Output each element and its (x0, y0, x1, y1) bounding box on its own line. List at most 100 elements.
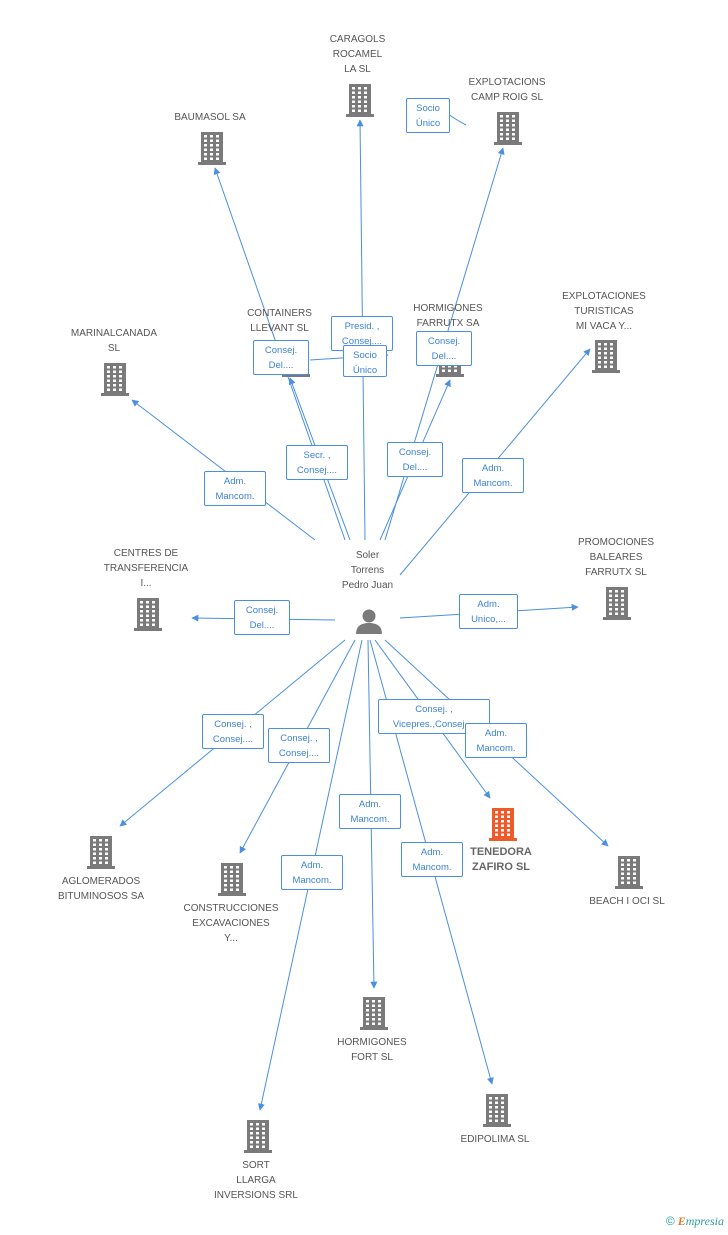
company-label-line: FORT SL (351, 1052, 393, 1063)
company-label-line: CONSTRUCCIONES (183, 903, 279, 914)
person-label-line: Soler (355, 550, 380, 561)
relation-label-hormigones-farrutx[interactable]: Consej. Del.... (416, 331, 472, 366)
relation-label-construcciones[interactable]: Consej. , Consej.... (268, 728, 330, 763)
company-label-hormigones-farrutx[interactable]: HORMIGONES FARRUTX SA (398, 301, 498, 331)
relation-label-containers-1[interactable]: Consej. Del.... (253, 340, 309, 375)
building-window (489, 1106, 492, 1109)
relation-label-promociones[interactable]: Adm. Unico,... (459, 594, 518, 629)
building-window (146, 623, 149, 626)
building-window (93, 857, 96, 860)
building-window (495, 829, 498, 832)
building-window (250, 1123, 253, 1126)
relation-label-centres[interactable]: Consej. Del.... (234, 600, 290, 635)
empresia-logo[interactable]: ©Empresia (666, 1214, 724, 1229)
relation-label-line: Vicepres.,Consej.... (392, 719, 476, 730)
company-label-containers-llevant[interactable]: CONTAINERS LLEVANT SL (232, 306, 327, 336)
building-window (609, 612, 612, 615)
building-window (495, 1115, 498, 1118)
building-icon[interactable] (101, 363, 129, 396)
person-head (362, 609, 376, 623)
building-icon[interactable] (346, 84, 374, 117)
company-label-explotacions-camp-roig[interactable]: EXPLOTACIONS CAMP ROIG SL (452, 75, 562, 105)
building-window (500, 128, 503, 131)
relation-label-sort[interactable]: Adm. Mancom. (281, 855, 343, 890)
building-icon[interactable] (494, 112, 522, 145)
building-window (250, 1127, 253, 1130)
building-window (378, 1000, 381, 1003)
person-body (356, 623, 382, 634)
building-window (448, 365, 451, 368)
building-window (107, 366, 110, 369)
company-label-edipolima[interactable]: EDIPOLIMA SL (445, 1132, 545, 1147)
building-window (146, 601, 149, 604)
company-label-sort-llarga[interactable]: SORT LLARGA INVERSIONS SRL (200, 1158, 312, 1203)
building-window (119, 366, 122, 369)
building-icon[interactable] (244, 1120, 272, 1153)
building-window (358, 105, 361, 108)
building-window (604, 356, 607, 359)
building-icon[interactable] (218, 863, 246, 896)
company-label-tenedora[interactable]: TENEDORA ZAFIRO SL (460, 845, 542, 875)
person-label[interactable]: Soler Torrens Pedro Juan (320, 548, 415, 593)
company-label-aglomerados[interactable]: AGLOMERADOS BITUMINOSOS SA (45, 874, 157, 904)
building-window (236, 888, 239, 891)
building-window (352, 91, 355, 94)
relation-label-aglomerados[interactable]: Consej. , Consej.... (202, 714, 264, 749)
building-window (262, 1123, 265, 1126)
building-window (99, 857, 102, 860)
building-window (152, 614, 155, 617)
building-icon[interactable] (603, 587, 631, 620)
company-label-line: MI VACA Y... (575, 321, 633, 332)
company-label-construcciones[interactable]: CONSTRUCCIONES EXCAVACIONES Y... (172, 901, 290, 946)
building-window (366, 1022, 369, 1025)
building-window (262, 1145, 265, 1148)
relation-label-tenedora[interactable]: Consej. , Vicepres.,Consej.... (378, 699, 490, 734)
person-label-line: Pedro Juan (341, 580, 394, 591)
relation-label-line: Adm. (420, 847, 444, 858)
person-icon[interactable] (356, 609, 382, 635)
relation-label-edipolima[interactable]: Adm. Mancom. (401, 842, 463, 877)
relation-label-line: Del.... (431, 351, 457, 362)
building-window (633, 877, 636, 880)
building-icon[interactable] (489, 808, 517, 841)
company-label-hormigones-fort[interactable]: HORMIGONES FORT SL (322, 1035, 422, 1065)
building-window (495, 1097, 498, 1100)
building-window (152, 610, 155, 613)
building-window (204, 153, 207, 156)
building-icon[interactable] (360, 997, 388, 1030)
building-icon[interactable] (87, 836, 115, 869)
building-window (495, 833, 498, 836)
company-label-promociones-baleares[interactable]: PROMOCIONES BALEARES FARRUTX SL (560, 535, 672, 580)
building-window (250, 1141, 253, 1144)
building-icon[interactable] (483, 1094, 511, 1127)
building-window (210, 135, 213, 138)
company-label-caragols[interactable]: CARAGOLS ROCAMEL LA SL (310, 32, 405, 77)
relation-label-socio-unico-2[interactable]: Socio Único (343, 345, 387, 377)
building-icon[interactable] (134, 598, 162, 631)
relation-label-fort[interactable]: Adm. Mancom. (339, 794, 401, 829)
relation-label-beach[interactable]: Adm. Mancom. (465, 723, 527, 758)
relation-label-camp-roig-2[interactable]: Consej. Del.... (387, 442, 443, 477)
company-label-explotaciones-turisticas[interactable]: EXPLOTACIONES TURISTICAS MI VACA Y... (548, 289, 660, 334)
relation-label-turisticas[interactable]: Adm. Mancom. (462, 458, 524, 493)
building-window (609, 608, 612, 611)
building-window (372, 1022, 375, 1025)
building-window (378, 1013, 381, 1016)
company-label-baumasol[interactable]: BAUMASOL SA (160, 110, 260, 125)
relation-label-containers-2[interactable]: Secr. , Consej.... (286, 445, 348, 480)
building-window (604, 352, 607, 355)
building-window (105, 848, 108, 851)
relation-label-camp-roig[interactable]: Socio Único (406, 98, 450, 133)
company-label-line: LLARGA (236, 1175, 276, 1186)
company-label-centres-transferencia[interactable]: CENTRES DE TRANSFERENCIA I... (90, 546, 202, 591)
building-icon[interactable] (615, 856, 643, 889)
building-icon[interactable] (198, 132, 226, 165)
company-label-beach-i-oci[interactable]: BEACH I OCI SL (575, 894, 679, 909)
building-icon[interactable] (592, 340, 620, 373)
relation-label-marinalcanada[interactable]: Adm. Mancom. (204, 471, 266, 506)
building-window (633, 872, 636, 875)
building-window (615, 590, 618, 593)
company-label-marinalcanada[interactable]: MARINALCANADA SL (58, 326, 170, 356)
relation-label-line: Consej. (245, 605, 279, 616)
relation-label-line: Mancom. (350, 814, 390, 825)
